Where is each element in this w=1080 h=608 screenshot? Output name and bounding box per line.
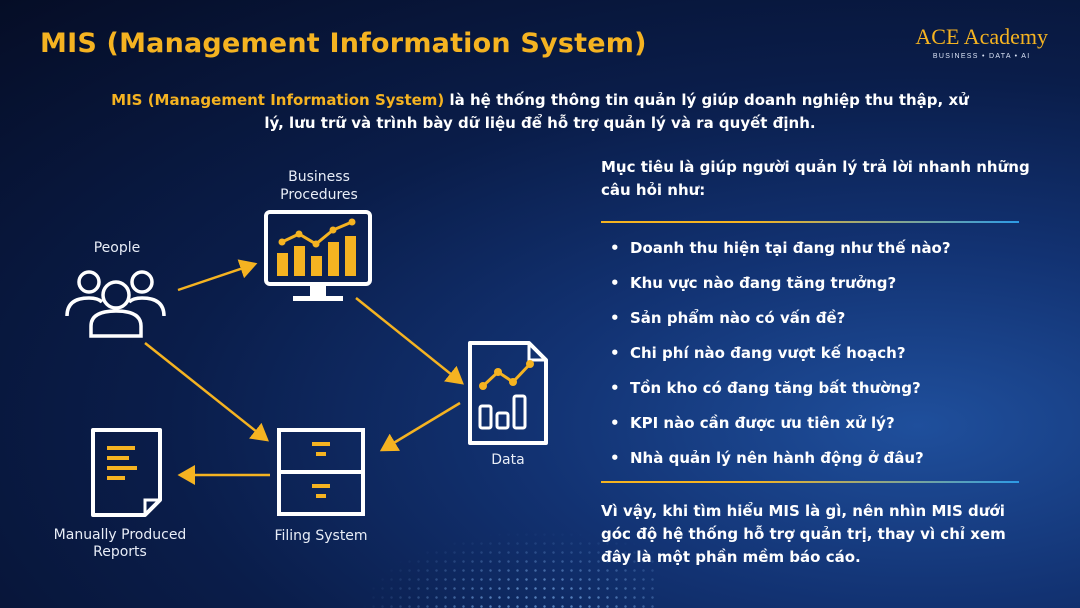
divider-bottom	[601, 481, 1019, 483]
label-reports-line2: Reports	[93, 544, 147, 560]
list-item: KPI nào cần được ưu tiên xử lý?	[601, 411, 1031, 446]
conclusion-text: Vì vậy, khi tìm hiểu MIS là gì, nên nhìn…	[601, 502, 1006, 566]
list-item: Nhà quản lý nên hành động ở đâu?	[601, 446, 1031, 481]
questions-list: Doanh thu hiện tại đang như thế nào? Khu…	[601, 236, 1031, 481]
monitor-chart-icon	[264, 210, 372, 301]
label-reports-line1: Manually Produced	[54, 527, 187, 543]
dot-pattern-decoration	[360, 530, 660, 608]
brand-name: ACE Academy	[915, 24, 1048, 49]
list-item: Chi phí nào đang vượt kế hoạch?	[601, 341, 1031, 376]
goals-panel: Mục tiêu là giúp người quản lý trả lời n…	[601, 156, 1031, 569]
intro-text: là hệ thống thông tin quản lý giúp doanh…	[264, 91, 969, 132]
label-people: People	[94, 240, 141, 256]
label-filing: Filing System	[274, 528, 367, 544]
list-item: Sản phẩm nào có vấn đề?	[601, 306, 1031, 341]
intro-highlight: MIS (Management Information System)	[111, 91, 445, 109]
brand-logo: ACE Academy BUSINESS • DATA • AI	[915, 24, 1048, 60]
label-business-line1: Business	[288, 169, 350, 185]
page-title: MIS (Management Information System)	[40, 28, 647, 59]
report-document-icon	[91, 428, 162, 517]
list-item: Khu vực nào đang tăng trưởng?	[601, 271, 1031, 306]
list-item: Tồn kho có đang tăng bất thường?	[601, 376, 1031, 411]
arrow-business-to-data	[355, 297, 464, 385]
arrow-people-to-filing	[144, 342, 269, 442]
intro-paragraph: MIS (Management Information System) là h…	[110, 89, 970, 135]
arrow-people-to-business	[177, 259, 258, 292]
filing-cabinet-icon	[277, 428, 365, 516]
goals-lead: Mục tiêu là giúp người quản lý trả lời n…	[601, 158, 1030, 199]
brand-tagline: BUSINESS • DATA • AI	[932, 53, 1031, 60]
people-icon	[65, 270, 166, 338]
label-business-line2: Procedures	[280, 187, 358, 203]
data-document-icon	[468, 341, 548, 445]
arrow-data-to-filing	[379, 401, 461, 452]
list-item: Doanh thu hiện tại đang như thế nào?	[601, 236, 1031, 271]
divider-top	[601, 221, 1019, 223]
mis-diagram: People Business Procedures Data	[54, 169, 548, 560]
label-data: Data	[491, 452, 524, 468]
